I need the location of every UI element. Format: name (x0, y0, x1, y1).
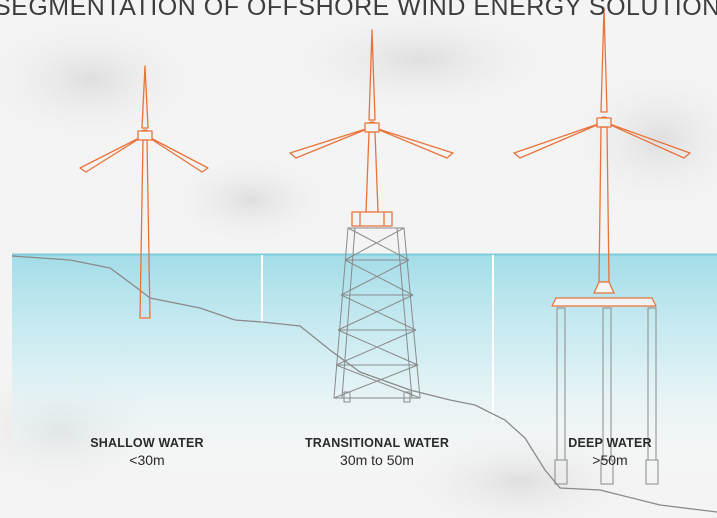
zone-name-deep: DEEP WATER (568, 436, 652, 450)
monopile-turbine-icon (79, 65, 209, 319)
zone-name-transitional: TRANSITIONAL WATER (304, 436, 450, 450)
jacket-turbine-icon (289, 29, 454, 403)
zone-depth-transitional: 30m to 50m (340, 452, 414, 468)
floating-turbine-icon (513, 7, 691, 485)
zone-label-deep: DEEP WATER >50m (555, 436, 665, 468)
seabed-profile (11, 255, 717, 513)
zone-label-transitional: TRANSITIONAL WATER 30m to 50m (292, 436, 462, 468)
zone-name-shallow: SHALLOW WATER (90, 436, 204, 450)
zone-label-shallow: SHALLOW WATER <30m (72, 436, 222, 468)
zone-depth-shallow: <30m (129, 452, 165, 468)
diagram-title: SEGMENTATION OF OFFSHORE WIND ENERGY SOL… (0, 0, 717, 21)
zone-depth-deep: >50m (592, 452, 628, 468)
